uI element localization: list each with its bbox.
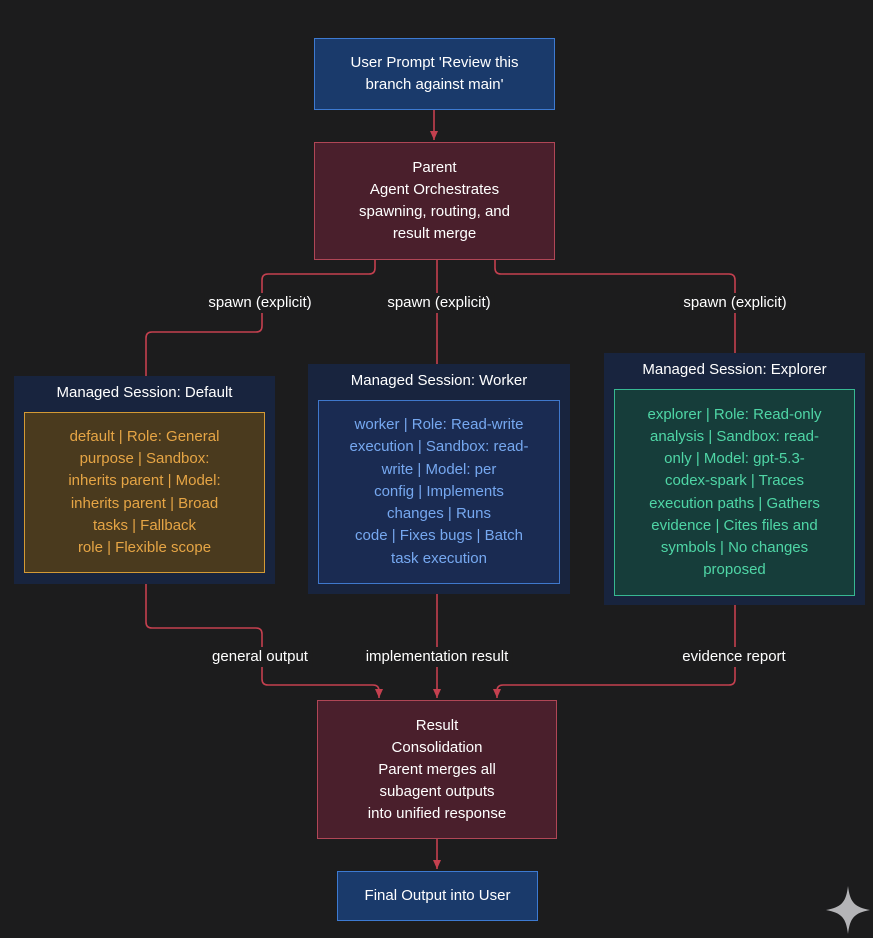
default-session-text: default | Role: General purpose | Sandbo… (68, 427, 221, 556)
sparkle-icon (826, 886, 870, 934)
edge-label-spawn-default: spawn (explicit) (204, 293, 316, 313)
edge-label-implementation-result: implementation result (361, 647, 513, 667)
edge-explorer-to-result (493, 596, 736, 698)
cluster-default-title: Managed Session: Default (56, 384, 233, 401)
edge-parent-to-explorer (494, 260, 739, 387)
cluster-worker: Managed Session: Worker worker | Role: R… (308, 364, 570, 594)
explorer-session-text: explorer | Role: Read-only analysis | Sa… (647, 405, 822, 579)
explorer-session-node: explorer | Role: Read-only analysis | Sa… (614, 389, 855, 596)
final-output-text: Final Output into User (364, 887, 511, 904)
parent-agent-node: Parent Agent Orchestrates spawning, rout… (314, 142, 555, 260)
user-prompt-text: User Prompt 'Review this branch against … (350, 54, 519, 93)
parent-agent-text: Parent Agent Orchestrates spawning, rout… (359, 159, 510, 242)
cluster-explorer-title: Managed Session: Explorer (642, 361, 827, 378)
edge-label-evidence-report: evidence report (678, 647, 790, 667)
worker-session-text: worker | Role: Read-write execution | Sa… (349, 416, 529, 567)
worker-session-node: worker | Role: Read-write execution | Sa… (318, 400, 560, 584)
cluster-default: Managed Session: Default default | Role:… (14, 376, 275, 584)
result-consolidation-node: Result Consolidation Parent merges all s… (317, 700, 557, 839)
final-output-node: Final Output into User (337, 871, 538, 921)
cluster-worker-title: Managed Session: Worker (350, 372, 528, 389)
edge-label-general-output: general output (208, 647, 312, 667)
result-consolidation-text: Result Consolidation Parent merges all s… (367, 716, 507, 822)
edge-label-spawn-explorer: spawn (explicit) (679, 293, 791, 313)
default-session-node: default | Role: General purpose | Sandbo… (24, 412, 265, 573)
cluster-explorer: Managed Session: Explorer explorer | Rol… (604, 353, 865, 605)
user-prompt-node: User Prompt 'Review this branch against … (314, 38, 555, 110)
edge-label-spawn-worker: spawn (explicit) (383, 293, 495, 313)
